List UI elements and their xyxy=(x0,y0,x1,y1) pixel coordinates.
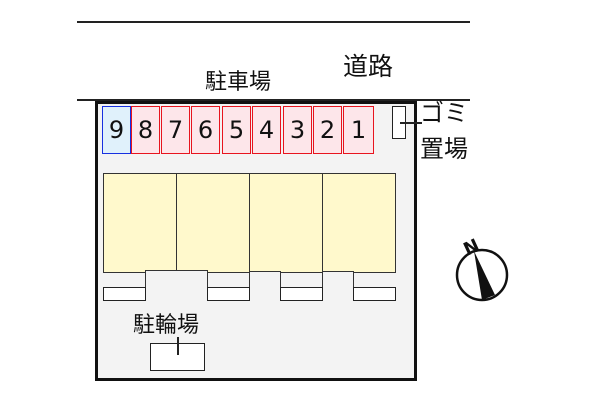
bicycle-leader-line xyxy=(177,337,179,355)
garbage-label-line1: ゴミ xyxy=(420,99,468,127)
balcony-2 xyxy=(207,287,250,301)
parking-slot-5: 5 xyxy=(222,106,251,154)
parking-slot-6: 6 xyxy=(191,106,220,154)
balcony-3 xyxy=(280,287,323,301)
road-line-top xyxy=(77,21,470,23)
balcony-1 xyxy=(103,287,146,301)
parking-slot-8: 8 xyxy=(131,106,160,154)
building-unit-2 xyxy=(176,173,250,273)
building-unit-4 xyxy=(322,173,396,273)
road-label: 道路 xyxy=(343,52,394,81)
parking-slot-9: 9 xyxy=(102,106,131,154)
parking-slot-4: 4 xyxy=(252,106,281,154)
parking-slot-1: 1 xyxy=(343,106,374,154)
road-line-bottom xyxy=(77,99,470,101)
parking-slot-3: 3 xyxy=(283,106,312,154)
entrance-notch-3 xyxy=(322,271,354,301)
compass: N xyxy=(452,232,512,304)
building-unit-1 xyxy=(103,173,177,273)
parking-slot-2: 2 xyxy=(313,106,342,154)
garbage-label-line2: 置場 xyxy=(420,135,468,163)
north-arrow-icon: N xyxy=(455,235,509,302)
parking-slot-7: 7 xyxy=(161,106,190,154)
entrance-notch-2 xyxy=(249,271,281,301)
entrance-notch-1 xyxy=(145,270,208,300)
garbage-leader-line xyxy=(400,122,422,124)
building-unit-3 xyxy=(249,173,323,273)
bicycle-parking-label: 駐輪場 xyxy=(133,313,200,338)
parking-label: 駐車場 xyxy=(205,70,272,95)
balcony-4 xyxy=(353,287,396,301)
